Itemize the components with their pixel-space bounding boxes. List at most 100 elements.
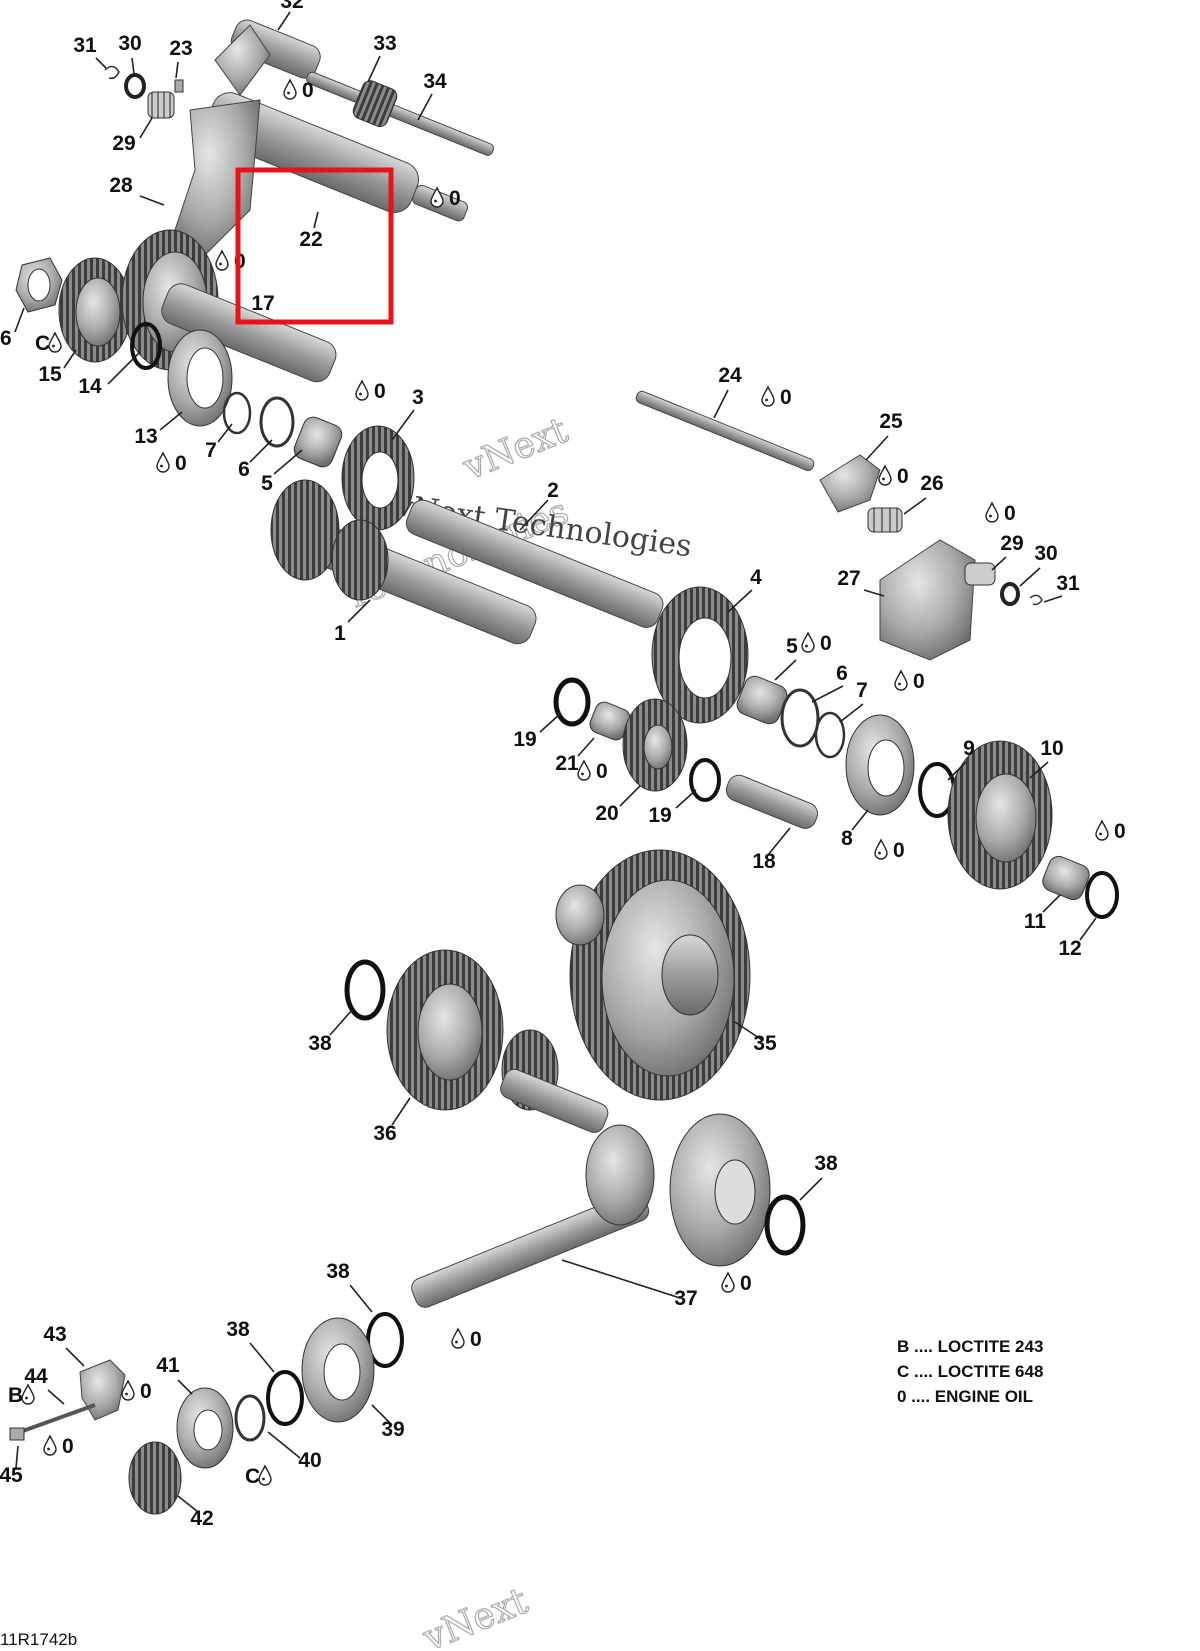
leader-line-18 — [767, 827, 791, 856]
callout-5: 5 — [786, 635, 798, 658]
part-14-ring — [130, 322, 162, 370]
callout-38: 38 — [814, 1152, 838, 1175]
part-29-spring — [147, 91, 175, 119]
leader-line-21 — [577, 737, 595, 757]
svg-text:0: 0 — [780, 386, 792, 409]
leader-line-6 — [811, 685, 844, 703]
svg-text:0: 0 — [740, 1272, 752, 1295]
callout-39: 39 — [381, 1418, 404, 1441]
part-44-shaft — [19, 1403, 96, 1434]
leader-line-1 — [347, 599, 371, 623]
callout-4: 4 — [750, 566, 762, 589]
leader-line-2 — [519, 499, 549, 531]
leader-line-3 — [391, 409, 415, 441]
part-42-gear — [128, 1441, 182, 1515]
output-group — [344, 849, 806, 1308]
callout-11: 11 — [1024, 910, 1047, 933]
callout-41: 41 — [156, 1354, 180, 1377]
leader-line-8 — [851, 809, 869, 831]
part-33-34-shift-shaft — [306, 71, 494, 156]
engine-oil-mark: 0 — [215, 250, 246, 273]
engine-oil-mark: 0 — [577, 760, 608, 783]
countershaft-group — [553, 390, 1119, 919]
leader-line-38 — [249, 1342, 275, 1373]
leader-line-42 — [177, 1495, 199, 1513]
callout-30: 30 — [1034, 542, 1057, 565]
part-43-fork — [79, 1359, 126, 1421]
engine-oil-mark: 0 — [985, 502, 1016, 525]
leader-line-30 — [131, 57, 135, 75]
leader-line-45 — [15, 1445, 19, 1469]
callout-35: 35 — [753, 1032, 777, 1055]
callout-13: 13 — [134, 425, 157, 448]
part-38-ring-b — [764, 1194, 806, 1256]
leader-line-7 — [217, 423, 233, 443]
legend-loctite-243: B .... LOCTITE 243 — [897, 1337, 1043, 1356]
part-2-shaft — [405, 499, 664, 628]
callout-19: 19 — [648, 804, 671, 827]
part-40-washer — [234, 1394, 266, 1442]
leader-line-10 — [1029, 761, 1049, 779]
leader-line-38 — [329, 1009, 353, 1036]
callout-18: 18 — [752, 850, 776, 873]
bearing-group — [9, 1312, 404, 1515]
leader-line-30 — [1019, 567, 1041, 587]
callout-7: 7 — [205, 439, 217, 462]
leader-line-25 — [865, 435, 889, 461]
svg-text:0: 0 — [449, 187, 461, 210]
part-29-spring-right — [964, 562, 996, 586]
callout-30: 30 — [118, 32, 141, 55]
callout-15: 15 — [38, 363, 62, 386]
engine-oil-mark: 0 — [874, 839, 905, 862]
part-30-washer — [124, 73, 146, 99]
legend: B .... LOCTITE 243 C .... LOCTITE 648 0 … — [897, 1337, 1043, 1406]
part-1-gear-b — [331, 519, 389, 601]
leader-line-36 — [391, 1097, 411, 1126]
leader-line-28 — [139, 195, 165, 206]
part-23-pin — [174, 79, 184, 93]
leader-line-37 — [561, 1259, 681, 1299]
callout-25: 25 — [879, 410, 903, 433]
callout-2: 2 — [547, 479, 559, 502]
callout-32: 32 — [280, 0, 303, 13]
part-38-ring-a — [344, 959, 386, 1021]
leader-line-6 — [249, 439, 273, 463]
leader-line-32 — [277, 11, 291, 31]
engine-oil-mark: 0 — [721, 1272, 752, 1295]
svg-text:0: 0 — [913, 670, 925, 693]
leader-line-38 — [349, 1284, 373, 1313]
svg-text:0: 0 — [374, 380, 386, 403]
callout-37: 37 — [674, 1287, 697, 1310]
leader-line-5 — [774, 659, 797, 681]
svg-text:B: B — [8, 1384, 23, 1407]
leader-line-35 — [734, 1021, 763, 1041]
engine-oil-mark: 0 — [878, 465, 909, 488]
highlight-box — [235, 167, 394, 325]
part-6-washer — [259, 396, 295, 448]
callout-12: 12 — [1058, 937, 1081, 960]
part-25-fork — [819, 454, 881, 513]
part-19-washer — [553, 677, 591, 727]
leader-line-29 — [139, 117, 153, 139]
leader-line-19 — [675, 789, 697, 809]
engine-oil-mark: 0 — [43, 1435, 74, 1458]
leader-line-14 — [107, 351, 141, 385]
callout-26: 26 — [920, 472, 943, 495]
callout-38: 38 — [326, 1260, 350, 1283]
engine-oil-mark: 0 — [801, 632, 832, 655]
leader-line-27 — [863, 589, 885, 597]
reference-code: 11R1742b — [0, 1630, 77, 1649]
part-12-washer — [1085, 871, 1119, 919]
leader-line-16 — [14, 307, 25, 333]
part-7-circlip-right — [814, 711, 846, 759]
callout-7: 7 — [856, 679, 868, 702]
leader-line-31 — [1043, 595, 1063, 603]
engine-oil-mark: 0 — [430, 187, 461, 210]
callout-22: 22 — [299, 228, 322, 251]
main-shafts — [270, 479, 664, 645]
svg-text:0: 0 — [820, 632, 832, 655]
callout-29: 29 — [1000, 532, 1023, 555]
watermark-line1: vNext — [457, 410, 574, 489]
part-19-washer-right — [689, 758, 721, 802]
